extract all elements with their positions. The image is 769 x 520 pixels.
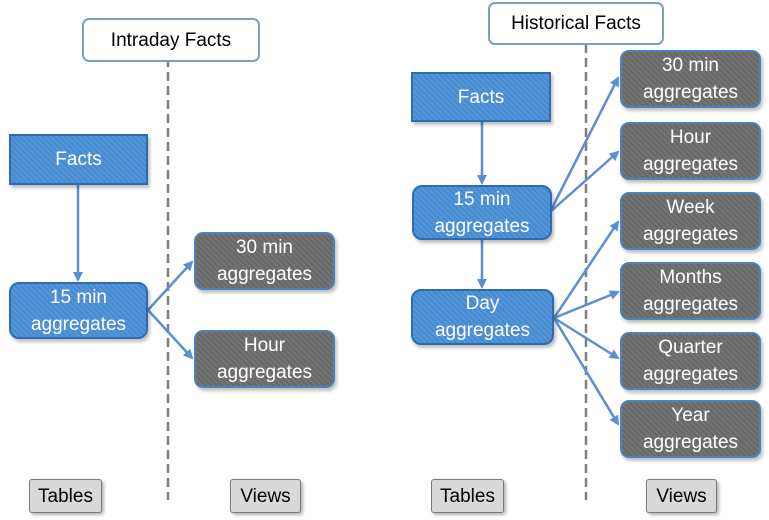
intraday-hour-aggregates-view: Hour aggregates	[194, 330, 335, 388]
historical-year-aggregates-view: Year aggregates	[620, 400, 761, 458]
arrow-historical-day-to-months	[553, 290, 620, 320]
arrow-intraday-15min-to-hour	[147, 309, 194, 360]
arrow-historical-15min-to-30min	[548, 76, 620, 213]
intraday-tables-legend: Tables	[29, 479, 102, 513]
historical-facts-title: Historical Facts	[488, 2, 664, 45]
historical-quarter-aggregates-view: Quarter aggregates	[620, 332, 761, 390]
historical-tables-legend: Tables	[431, 479, 504, 513]
intraday-facts-title: Intraday Facts	[82, 18, 260, 62]
historical-30min-aggregates-view: 30 min aggregates	[620, 50, 761, 108]
arrow-intraday-15min-to-30min	[147, 260, 194, 311]
arrow-historical-15min-to-hour	[549, 150, 620, 213]
historical-facts-table: Facts	[411, 72, 551, 122]
intraday-facts-table: Facts	[9, 134, 148, 185]
intraday-30min-aggregates-view: 30 min aggregates	[194, 232, 335, 290]
historical-views-legend: Views	[646, 479, 717, 513]
historical-day-aggregates-table: Day aggregates	[411, 289, 554, 345]
historical-months-aggregates-view: Months aggregates	[620, 262, 761, 320]
historical-week-aggregates-view: Week aggregates	[620, 192, 761, 250]
intraday-views-legend: Views	[230, 479, 301, 513]
historical-hour-aggregates-view: Hour aggregates	[620, 122, 761, 180]
arrow-historical-day-to-week	[552, 220, 620, 319]
arrow-historical-day-to-year	[552, 317, 620, 426]
arrow-historical-day-to-quarter	[553, 316, 620, 360]
intraday-15min-aggregates-table: 15 min aggregates	[9, 282, 148, 339]
historical-15min-aggregates-table: 15 min aggregates	[412, 185, 552, 240]
